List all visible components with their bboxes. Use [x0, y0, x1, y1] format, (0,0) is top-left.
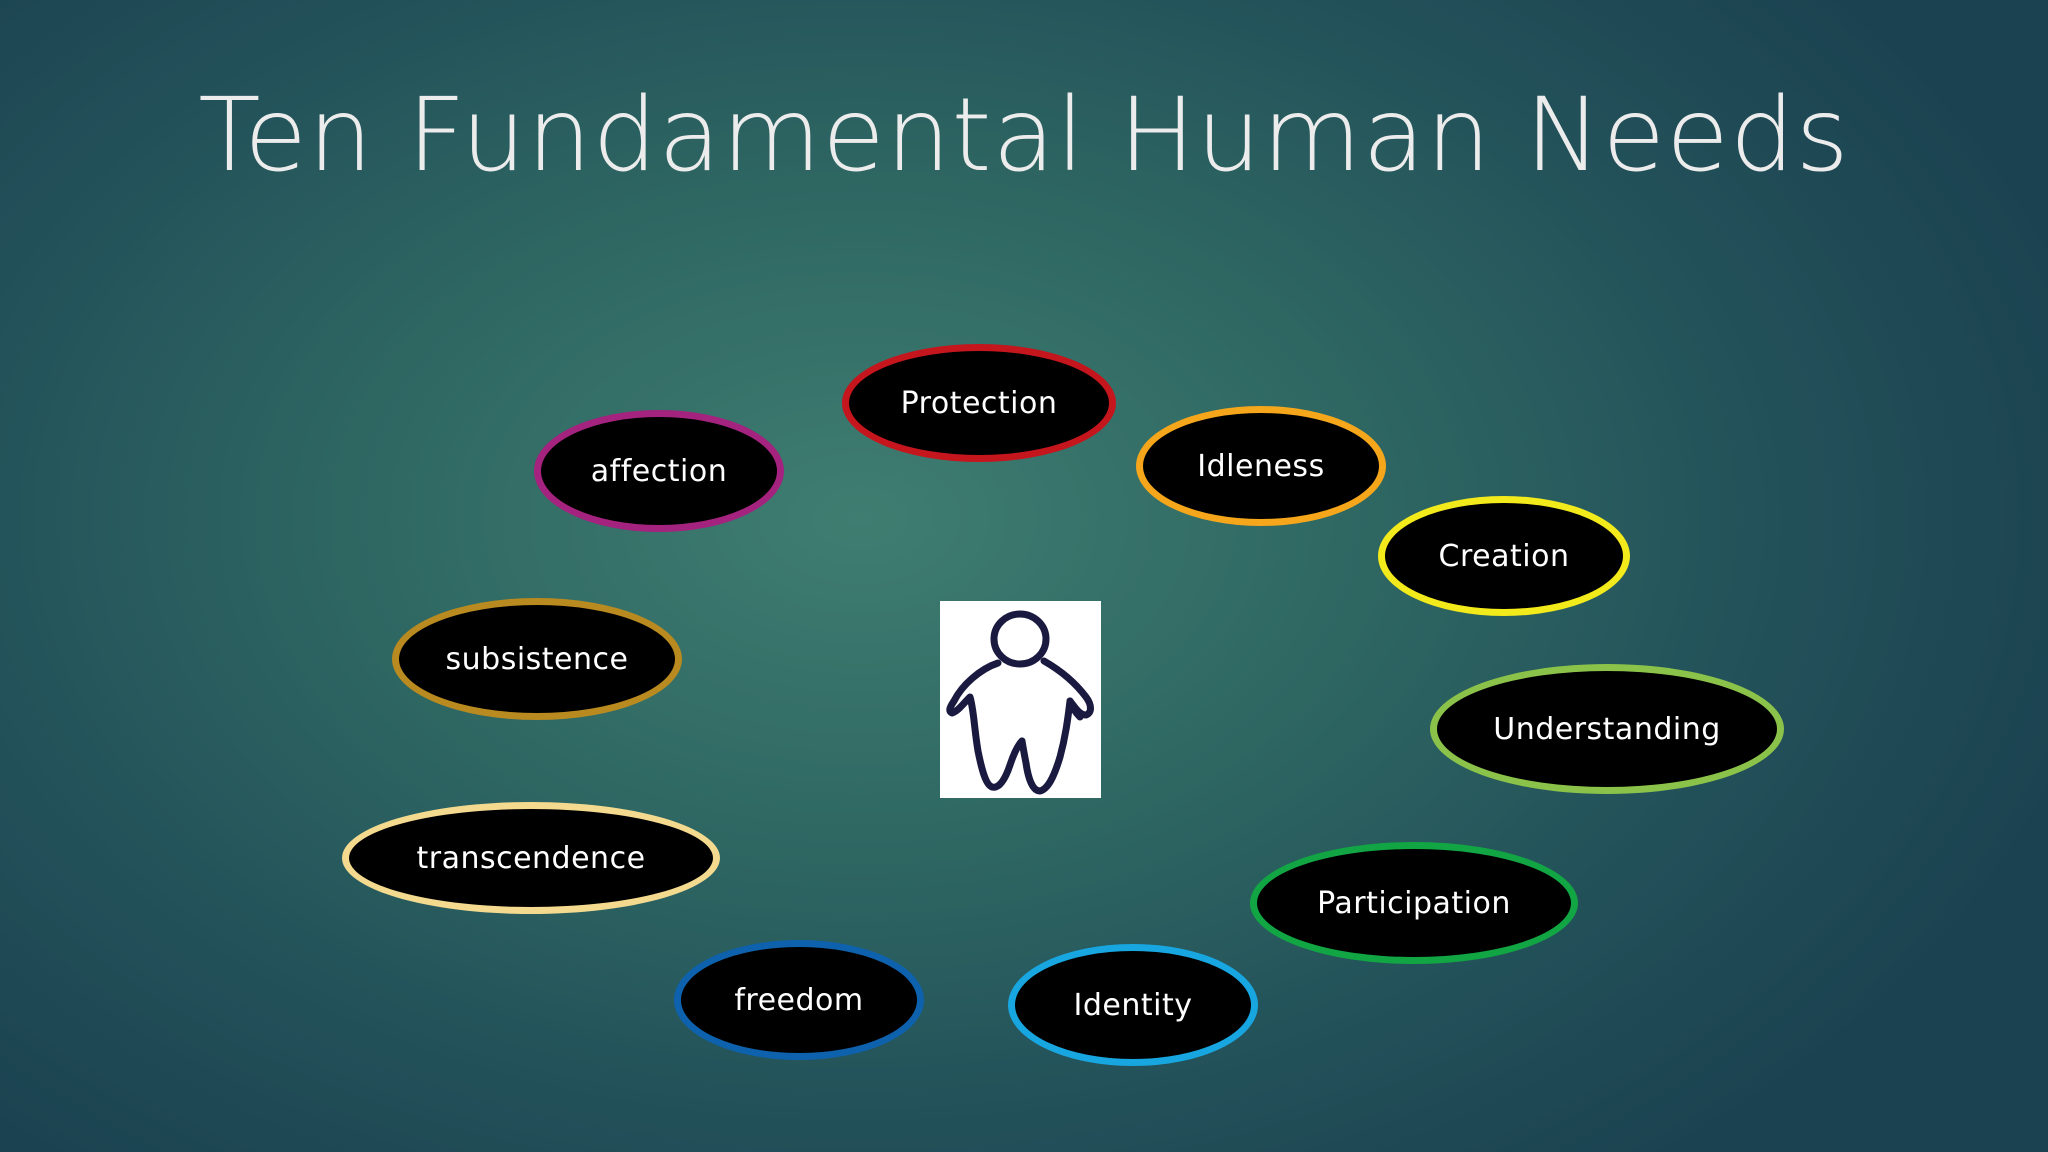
need-understanding: Understanding: [1430, 664, 1784, 794]
need-label: Protection: [900, 385, 1058, 421]
need-label: Creation: [1438, 538, 1570, 574]
need-subsistence: subsistence: [392, 598, 682, 720]
need-idleness: Idleness: [1136, 406, 1386, 526]
person-icon: [946, 610, 1094, 795]
need-label: Understanding: [1493, 711, 1721, 747]
need-label: Idleness: [1197, 448, 1325, 484]
need-label: freedom: [734, 982, 864, 1018]
need-freedom: freedom: [674, 940, 924, 1060]
slide-title: Ten Fundamental Human Needs: [198, 76, 1850, 195]
need-transcendence: transcendence: [342, 802, 720, 914]
need-creation: Creation: [1378, 496, 1630, 616]
need-label: affection: [590, 453, 728, 489]
need-label: Identity: [1073, 987, 1193, 1023]
person-figure: [940, 601, 1101, 798]
need-label: subsistence: [445, 641, 629, 677]
need-identity: Identity: [1008, 944, 1258, 1066]
need-affection: affection: [534, 410, 784, 532]
need-label: transcendence: [416, 840, 646, 876]
need-participation: Participation: [1250, 842, 1578, 964]
need-protection: Protection: [842, 344, 1116, 462]
need-label: Participation: [1317, 885, 1511, 921]
